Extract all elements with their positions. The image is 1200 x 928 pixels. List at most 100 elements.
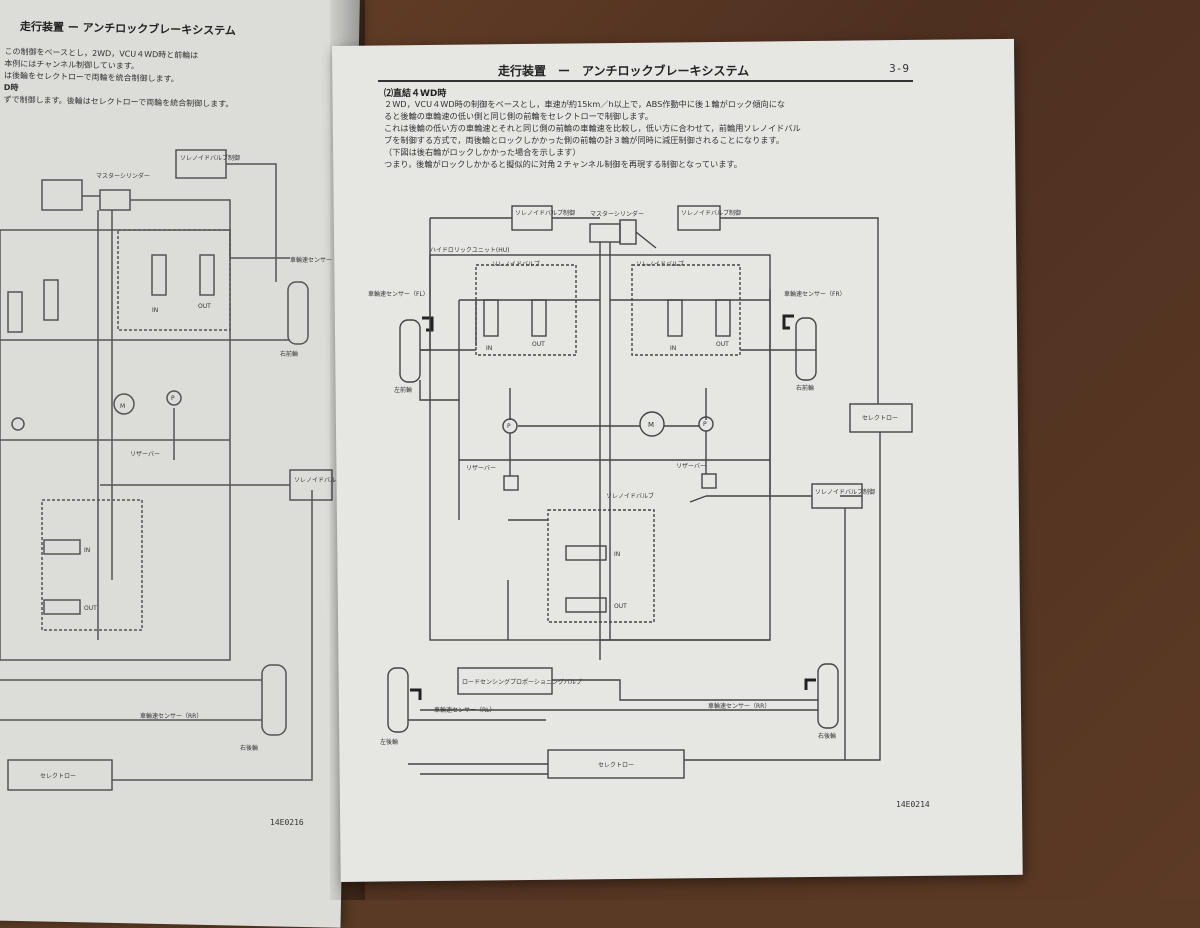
left-rear-solenoid-group xyxy=(41,499,143,631)
solenoid-valve-group-right xyxy=(631,264,741,356)
solenoid-control-right-label: ソレノイドバルブ制御 xyxy=(681,209,741,217)
select-low-bottom-label: セレクトロー xyxy=(598,762,634,769)
in-right-label: IN xyxy=(670,345,676,352)
left-solenoid-control-box xyxy=(41,179,83,211)
sensor-rl-label: 車輪速センサー（RL） xyxy=(434,706,496,714)
body-line: つまり，後輪がロックしかかると擬似的に対角２チャンネル制御を再現する制御となって… xyxy=(384,159,742,169)
solenoid-valve-right-label: ソレノイドバルブ xyxy=(636,260,684,268)
left-rear-out-label: OUT xyxy=(84,605,97,612)
solenoid-valve-rear-label: ソレノイドバルブ xyxy=(606,492,654,500)
left-out-label: OUT xyxy=(198,303,211,310)
sensor-fl-icon xyxy=(422,316,434,332)
hydraulic-unit-label: ハイドロリックユニット(HU) xyxy=(430,247,509,254)
reservoir-right-label: リザーバー xyxy=(676,463,706,470)
proportioning-valve-label: ロードセンシングプロポーショニングバルブ xyxy=(462,678,582,686)
hydraulic-lines xyxy=(408,242,818,721)
sensor-rr-label: 車輪速センサー（RR） xyxy=(708,702,770,710)
body-line: ると後輪の車輪速の低い側と同じ側の前輪をセレクトローで制御します。 xyxy=(384,111,653,121)
left-select-low-label: セレクトロー xyxy=(40,773,76,780)
valve-in-rear xyxy=(565,545,607,561)
left-front-wheel xyxy=(399,319,421,383)
left-rear-wheel xyxy=(387,667,409,733)
left-front-wheel-label: 左前輪 xyxy=(394,386,412,394)
valve-in-left xyxy=(483,299,499,337)
in-rear-label: IN xyxy=(614,551,620,558)
page-title: 走行装置 ー アンチロックブレーキシステム xyxy=(498,64,750,78)
solenoid-control-left-label: ソレノイドバルブ制御 xyxy=(515,209,575,217)
solenoid-valve-group-rear xyxy=(547,509,655,623)
body-line: これは後輪の低い方の車輪速とそれと同じ側の前輪の車輪速を比較し，低い方に合わせて… xyxy=(384,123,801,133)
left-in-label: IN xyxy=(152,307,158,314)
left-right-rear-wheel xyxy=(261,664,287,736)
solenoid-control-rear-label: ソレノイドバルブ制御 xyxy=(815,488,875,496)
select-low-right-label: セレクトロー xyxy=(862,415,898,422)
sensor-fr-icon xyxy=(782,314,794,330)
valve-in-right xyxy=(667,299,683,337)
proportioning-valve xyxy=(457,667,553,695)
sensor-fl-label: 車輪速センサー（FL） xyxy=(368,290,429,298)
figure-code: 14E0214 xyxy=(896,800,930,809)
sensor-fr-label: 車輪速センサー（FR） xyxy=(784,290,846,298)
valve-out-right xyxy=(715,299,731,337)
left-valve-out xyxy=(199,254,215,296)
left-reservoir-label: リザーバー xyxy=(130,451,160,458)
solenoid-valve-group-left xyxy=(475,264,577,356)
right-rear-wheel xyxy=(817,663,839,729)
body-line: ２WD，VCU４WD時の制御をベースとし，車速が約15km／h以上で，ABS作動… xyxy=(384,99,786,109)
valve-out-left xyxy=(531,299,547,337)
left-select-low-box xyxy=(7,759,113,791)
body-text: ２WD，VCU４WD時の制御をベースとし，車速が約15km／h以上で，ABS作動… xyxy=(384,98,859,170)
left-solenoid-label: ソレノイドバルブ制御 xyxy=(180,154,240,162)
pump-left-label: P xyxy=(507,423,511,430)
left-valve-2 xyxy=(43,279,59,321)
left-valve-in xyxy=(151,254,167,296)
left-pump-label: P xyxy=(171,395,175,402)
left-brake-diagram: ソレノイドバルブ制御 マスターシリンダー 車輪速センサー 右前輪 IN OUT … xyxy=(0,149,354,791)
left-valve-3 xyxy=(7,291,23,333)
reservoir-left xyxy=(503,475,519,491)
pump-right-label: P xyxy=(703,421,707,428)
motor-label: M xyxy=(648,421,654,429)
master-cylinder xyxy=(589,223,621,243)
master-cylinder-label: マスターシリンダー xyxy=(590,210,644,218)
select-low-box-right xyxy=(849,403,913,433)
master-cylinder-reservoir xyxy=(619,219,637,245)
right-front-wheel xyxy=(795,317,817,381)
page-number: 3-9 xyxy=(889,62,909,75)
out-rear-label: OUT xyxy=(614,603,627,610)
left-rear-in-label: IN xyxy=(84,547,90,554)
out-left-label: OUT xyxy=(532,341,545,348)
valve-out-rear xyxy=(565,597,607,613)
left-rear-wheel-label: 左後輪 xyxy=(380,738,398,746)
body-line: （下図は後右輪がロックしかかった場合を示します） xyxy=(384,147,581,157)
left-master-cylinder-label: マスターシリンダー xyxy=(96,172,150,180)
left-pump xyxy=(166,390,182,406)
in-left-label: IN xyxy=(486,345,492,352)
left-solenoid-group xyxy=(117,229,231,331)
left-diagram-lines xyxy=(0,163,313,781)
left-rr-sensor-label: 車輪速センサー（RR） xyxy=(140,712,202,720)
left-right-rear-wheel-label: 右後輪 xyxy=(240,744,258,752)
sensor-rr-icon xyxy=(804,678,816,690)
left-right-front-wheel-label: 右前輪 xyxy=(280,350,298,358)
left-motor xyxy=(113,393,135,415)
motor xyxy=(639,411,665,437)
control-lines xyxy=(408,217,881,775)
left-rear-valve-in xyxy=(43,539,81,555)
abs-hydraulic-diagram: ソレノイドバルブ制御 ソレノイドバルブ制御 ソレノイドバルブ制御 マスターシリン… xyxy=(368,205,913,779)
reservoir-left-label: リザーバー xyxy=(466,465,496,472)
page-header: 走行装置 ー アンチロックブレーキシステム 3-9 xyxy=(378,56,913,82)
solenoid-valve-left-label: ソレノイドバルブ xyxy=(492,260,540,268)
out-right-label: OUT xyxy=(716,341,729,348)
left-rear-solenoid-label: ソレノイドバルブ制御 xyxy=(294,476,354,484)
right-front-wheel-label: 右前輪 xyxy=(796,384,814,392)
left-pump-2 xyxy=(11,417,25,431)
body-line: ブを制御する方式で，両後輪とロックしかかった側の前輪の計３輪が同時に減圧制御され… xyxy=(384,135,785,145)
sensor-rl-icon xyxy=(410,688,422,700)
left-right-front-wheel xyxy=(287,281,309,345)
left-figure-code: 14E0216 xyxy=(270,818,304,827)
left-hydraulic-unit xyxy=(0,229,231,661)
reservoir-right xyxy=(701,473,717,489)
left-wheel-speed-sensor-label: 車輪速センサー xyxy=(290,256,332,264)
section-title: ⑵直結４WD時 xyxy=(384,89,447,99)
